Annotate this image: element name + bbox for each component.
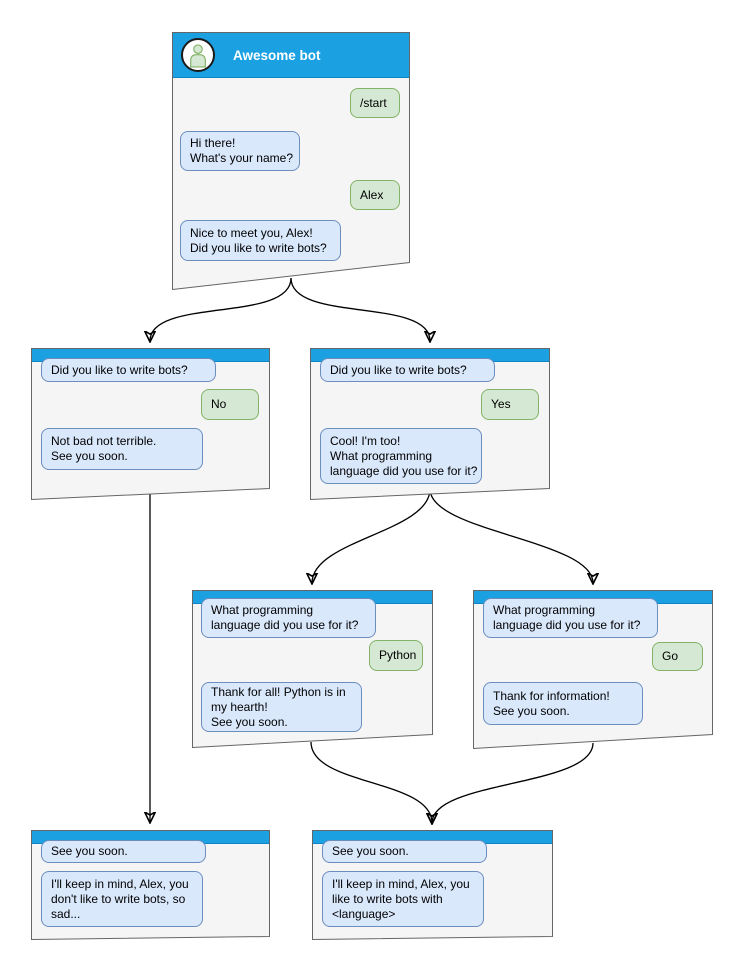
flow-arrow-go-to-end — [432, 742, 594, 823]
chat-bubble-bot: Cool! I'm too! What programming language… — [320, 428, 482, 484]
chat-bubble-bot: Did you like to write bots? — [320, 358, 495, 382]
chat-bubble-bot: Thank for information! See you soon. — [483, 682, 643, 725]
chat-bubble-bot: See you soon. — [41, 840, 206, 863]
chat-window-main: Awesome bot /start Hi there! What's your… — [172, 32, 410, 290]
chat-bubble-user: Alex — [350, 180, 400, 210]
flow-arrow-yes-to-python — [312, 488, 431, 583]
chat-window-end-yes: See you soon. I'll keep in mind, Alex, y… — [312, 830, 553, 940]
chat-bubble-user: Go — [652, 642, 703, 671]
chat-window-branch-python: What programming language did you use fo… — [192, 590, 433, 748]
chat-window-branch-no: Did you like to write bots? No Not bad n… — [31, 348, 270, 500]
chat-bubble-user: /start — [350, 88, 400, 118]
chat-bubble-bot: Thank for all! Python is in my hearth! S… — [201, 682, 362, 732]
chat-bubble-bot: What programming language did you use fo… — [201, 598, 376, 638]
chat-window-branch-yes: Did you like to write bots? Yes Cool! I'… — [310, 348, 550, 500]
chat-bubble-bot: Nice to meet you, Alex! Did you like to … — [180, 220, 341, 261]
window-title: Awesome bot — [233, 47, 321, 63]
flow-arrow-yes-to-go — [429, 488, 593, 583]
chat-bubble-bot: I'll keep in mind, Alex, you like to wri… — [322, 871, 484, 927]
chat-bubble-bot: Did you like to write bots? — [41, 358, 216, 382]
chat-bubble-bot: Hi there! What's your name? — [180, 131, 300, 171]
chat-bubble-bot: See you soon. — [322, 840, 487, 863]
window-titlebar: Awesome bot — [173, 33, 409, 78]
chat-window-end-no: See you soon. I'll keep in mind, Alex, y… — [31, 830, 270, 940]
chat-bubble-bot: Not bad not terrible. See you soon. — [41, 428, 203, 470]
chat-bubble-user: Python — [369, 640, 423, 671]
chat-bubble-bot: What programming language did you use fo… — [483, 598, 658, 638]
person-icon — [190, 43, 206, 68]
chat-window-branch-go: What programming language did you use fo… — [473, 590, 713, 749]
chat-bubble-user: Yes — [481, 389, 539, 420]
chat-bubble-bot: I'll keep in mind, Alex, you don't like … — [41, 871, 203, 927]
bot-avatar — [181, 38, 215, 72]
flow-arrow-python-to-end — [310, 741, 432, 823]
chat-bubble-user: No — [201, 389, 259, 420]
